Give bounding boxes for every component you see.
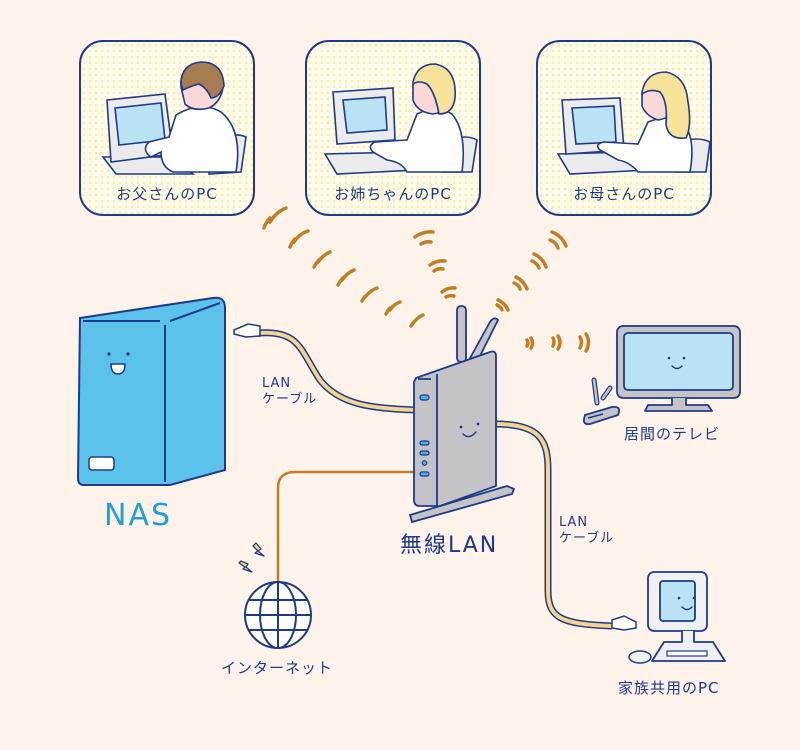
- lan-cable-nas: [233, 323, 416, 414]
- nas-indicator: [88, 456, 115, 471]
- cable-label-line1: LAN: [262, 376, 292, 391]
- wifi-signal-to-sister-pc: [413, 230, 457, 299]
- cable-label-line2: ケーブル: [262, 392, 318, 407]
- wifi-signal-to-father-pc: [262, 206, 425, 328]
- living-room-tv[interactable]: [582, 325, 741, 426]
- lan-plug-icon: [233, 323, 261, 338]
- card-label: お母さんのPC: [573, 185, 675, 203]
- wifi-signal-to-mother-pc: [495, 230, 568, 312]
- lan-cable-pc: [494, 420, 637, 631]
- family-pc[interactable]: [628, 571, 726, 664]
- nas-device[interactable]: [76, 296, 226, 486]
- card-label: お父さんのPC: [116, 185, 218, 203]
- sister-pc-card[interactable]: お姉ちゃんのPC: [305, 40, 481, 216]
- card-label: お姉ちゃんのPC: [334, 185, 452, 203]
- pc-cable-label: LAN ケーブル: [559, 515, 614, 547]
- cable-label-line2: ケーブル: [559, 531, 615, 546]
- tv-label: 居間のテレビ: [624, 425, 721, 443]
- wireless-router[interactable]: [408, 305, 516, 524]
- mother-pc-card[interactable]: お母さんのPC: [536, 40, 712, 216]
- wifi-signal-to-tv: [525, 332, 591, 353]
- router-label: 無線LAN: [400, 533, 499, 558]
- family-pc-label: 家族共用のPC: [618, 679, 720, 697]
- father-pc-illustration: [101, 61, 247, 175]
- nas-label: NAS: [104, 498, 173, 533]
- lan-plug-icon: [611, 615, 637, 631]
- smile-icon: [110, 363, 126, 375]
- mother-pc-illustration: [556, 71, 711, 175]
- sister-pc-illustration: [323, 63, 478, 175]
- internet-label: インターネット: [221, 659, 334, 677]
- cable-label-line1: LAN: [559, 515, 589, 530]
- father-pc-card[interactable]: お父さんのPC: [79, 40, 255, 216]
- internet-line: [276, 470, 415, 582]
- nas-cable-label: LAN ケーブル: [262, 376, 317, 408]
- lightning-icon: [238, 542, 265, 573]
- globe-icon: [244, 581, 312, 649]
